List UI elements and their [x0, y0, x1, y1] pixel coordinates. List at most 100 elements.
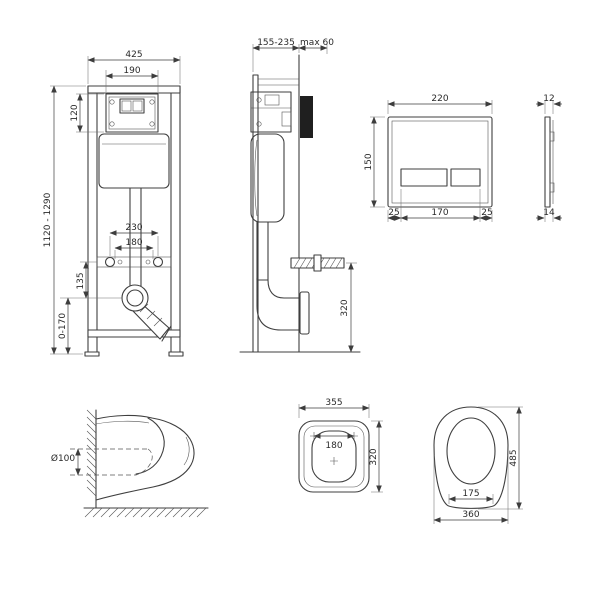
frame-side-dimensions: 155-235 max 60 320 — [252, 38, 357, 353]
dim-height-range: 1120 - 1290 — [43, 192, 53, 247]
seat-line — [95, 420, 150, 425]
flush-plate-inner — [391, 120, 489, 204]
screw-icon — [109, 121, 115, 127]
dim-425: 425 — [125, 50, 142, 60]
bowl-top-rim — [303, 425, 365, 488]
flush-plate-side-view: 12 14 — [536, 94, 562, 222]
frame-lower-crossbar — [87, 329, 181, 338]
outlet-pipe-flange — [161, 325, 172, 342]
toilet-plan-dimensions: 175 485 360 — [433, 406, 523, 524]
dim-320-top: 320 — [369, 448, 379, 465]
rim-front-line — [183, 436, 190, 466]
fixing-hole — [117, 259, 123, 265]
frame-front-geometry — [84, 85, 184, 357]
dim-355: 355 — [325, 398, 342, 408]
dim-320-side: 320 — [340, 299, 350, 316]
dim-220: 220 — [431, 94, 448, 104]
ground-hatch — [84, 507, 207, 518]
toilet-side-geometry — [70, 409, 209, 518]
bowl-top-opening — [311, 430, 357, 483]
flush-pipe-side — [256, 221, 269, 281]
frame-side-geometry — [239, 54, 361, 353]
wall-hatch — [86, 409, 97, 497]
dim-120: 120 — [70, 104, 80, 121]
foot-plate-left — [84, 351, 100, 357]
frame-rail-left — [87, 85, 98, 353]
screw-icon — [256, 121, 262, 127]
dim-135: 135 — [76, 272, 86, 289]
frame-front-dimensions: 425 190 120 1120 - 1290 230 180 135 0-17… — [43, 50, 181, 355]
toilet-side-dimensions: Ø100 — [51, 448, 81, 476]
dim-190: 190 — [123, 66, 140, 76]
foot-plate-right — [168, 351, 184, 357]
bowl-outer-profile — [95, 414, 195, 501]
drain-socket-outer — [121, 284, 149, 312]
dim-180: 180 — [125, 238, 142, 248]
plate-button-large — [400, 168, 448, 187]
screw-icon — [149, 99, 155, 105]
plate-side-geometry — [544, 116, 555, 208]
dim-230: 230 — [125, 223, 142, 233]
valve-side — [264, 94, 280, 106]
dim-175: 175 — [462, 489, 479, 499]
dim-0-170: 0-170 — [58, 313, 68, 339]
bowl-inner-profile — [135, 417, 165, 475]
dim-max-60: max 60 — [300, 38, 334, 48]
dim-485: 485 — [509, 449, 519, 466]
trapway-hidden-lines — [70, 448, 153, 476]
dim-depth-range: 155-235 — [257, 38, 295, 48]
toilet-plan-view: 175 485 360 — [433, 406, 523, 524]
fixing-bolt-right — [152, 256, 164, 268]
flush-plate-geometry — [387, 116, 493, 208]
dim-360: 360 — [462, 510, 479, 520]
plate-clip — [549, 182, 555, 193]
dim-12: 12 — [543, 94, 554, 104]
fixing-bolt-left — [104, 256, 116, 268]
center-mark — [330, 457, 338, 465]
toilet-top-dimensions: 355 180 320 — [298, 398, 383, 493]
cistern-shell-line — [254, 139, 258, 217]
cistern-front — [98, 133, 170, 189]
dim-14: 14 — [543, 208, 555, 218]
frame-rail-right — [170, 85, 181, 353]
flush-valve-unit — [119, 98, 145, 114]
screw-icon — [149, 121, 155, 127]
flush-button-small — [121, 100, 132, 112]
toilet-side-view: Ø100 — [51, 409, 209, 518]
flush-plate-dimensions: 220 150 25 170 25 — [364, 94, 493, 222]
bowl-plan-outline — [433, 406, 509, 509]
service-opening-box — [105, 93, 159, 133]
frame-side-view: 155-235 max 60 320 — [239, 38, 361, 353]
flush-plate-outline — [387, 116, 493, 208]
service-opening-inner — [108, 96, 156, 130]
dim-25-right: 25 — [481, 208, 492, 218]
frame-top-crossbar — [87, 85, 181, 94]
wall-bracket-section — [300, 96, 313, 138]
dim-170: 170 — [431, 208, 448, 218]
toilet-plan-geometry — [433, 406, 509, 509]
dim-180-holes: 180 — [325, 441, 342, 451]
dim-150: 150 — [364, 153, 374, 170]
bowl-plan-opening — [446, 417, 496, 485]
plate-button-small — [450, 168, 481, 187]
screw-icon — [109, 99, 115, 105]
top-wall-bracket — [258, 78, 299, 86]
drain-socket-inner — [126, 289, 144, 307]
dim-outlet-diameter: Ø100 — [51, 453, 76, 464]
bowl-top-outline — [298, 420, 370, 493]
flush-pipe — [129, 187, 142, 287]
screw-icon — [256, 97, 262, 103]
inlet-side — [281, 111, 292, 127]
plate-side-profile — [544, 116, 551, 208]
plate-side-dimensions: 12 14 — [536, 94, 562, 222]
toilet-top-geometry — [298, 420, 370, 493]
stud-nut — [313, 254, 322, 272]
toilet-top-view: 355 180 320 — [298, 398, 383, 493]
frame-front-view: 425 190 120 1120 - 1290 230 180 135 0-17… — [43, 50, 184, 357]
flush-plate-front-view: 220 150 25 170 25 — [364, 94, 493, 222]
dim-25-left: 25 — [388, 208, 399, 218]
outlet-bell — [299, 291, 310, 335]
outlet-elbow-side — [256, 277, 303, 331]
plate-clip — [549, 131, 555, 142]
